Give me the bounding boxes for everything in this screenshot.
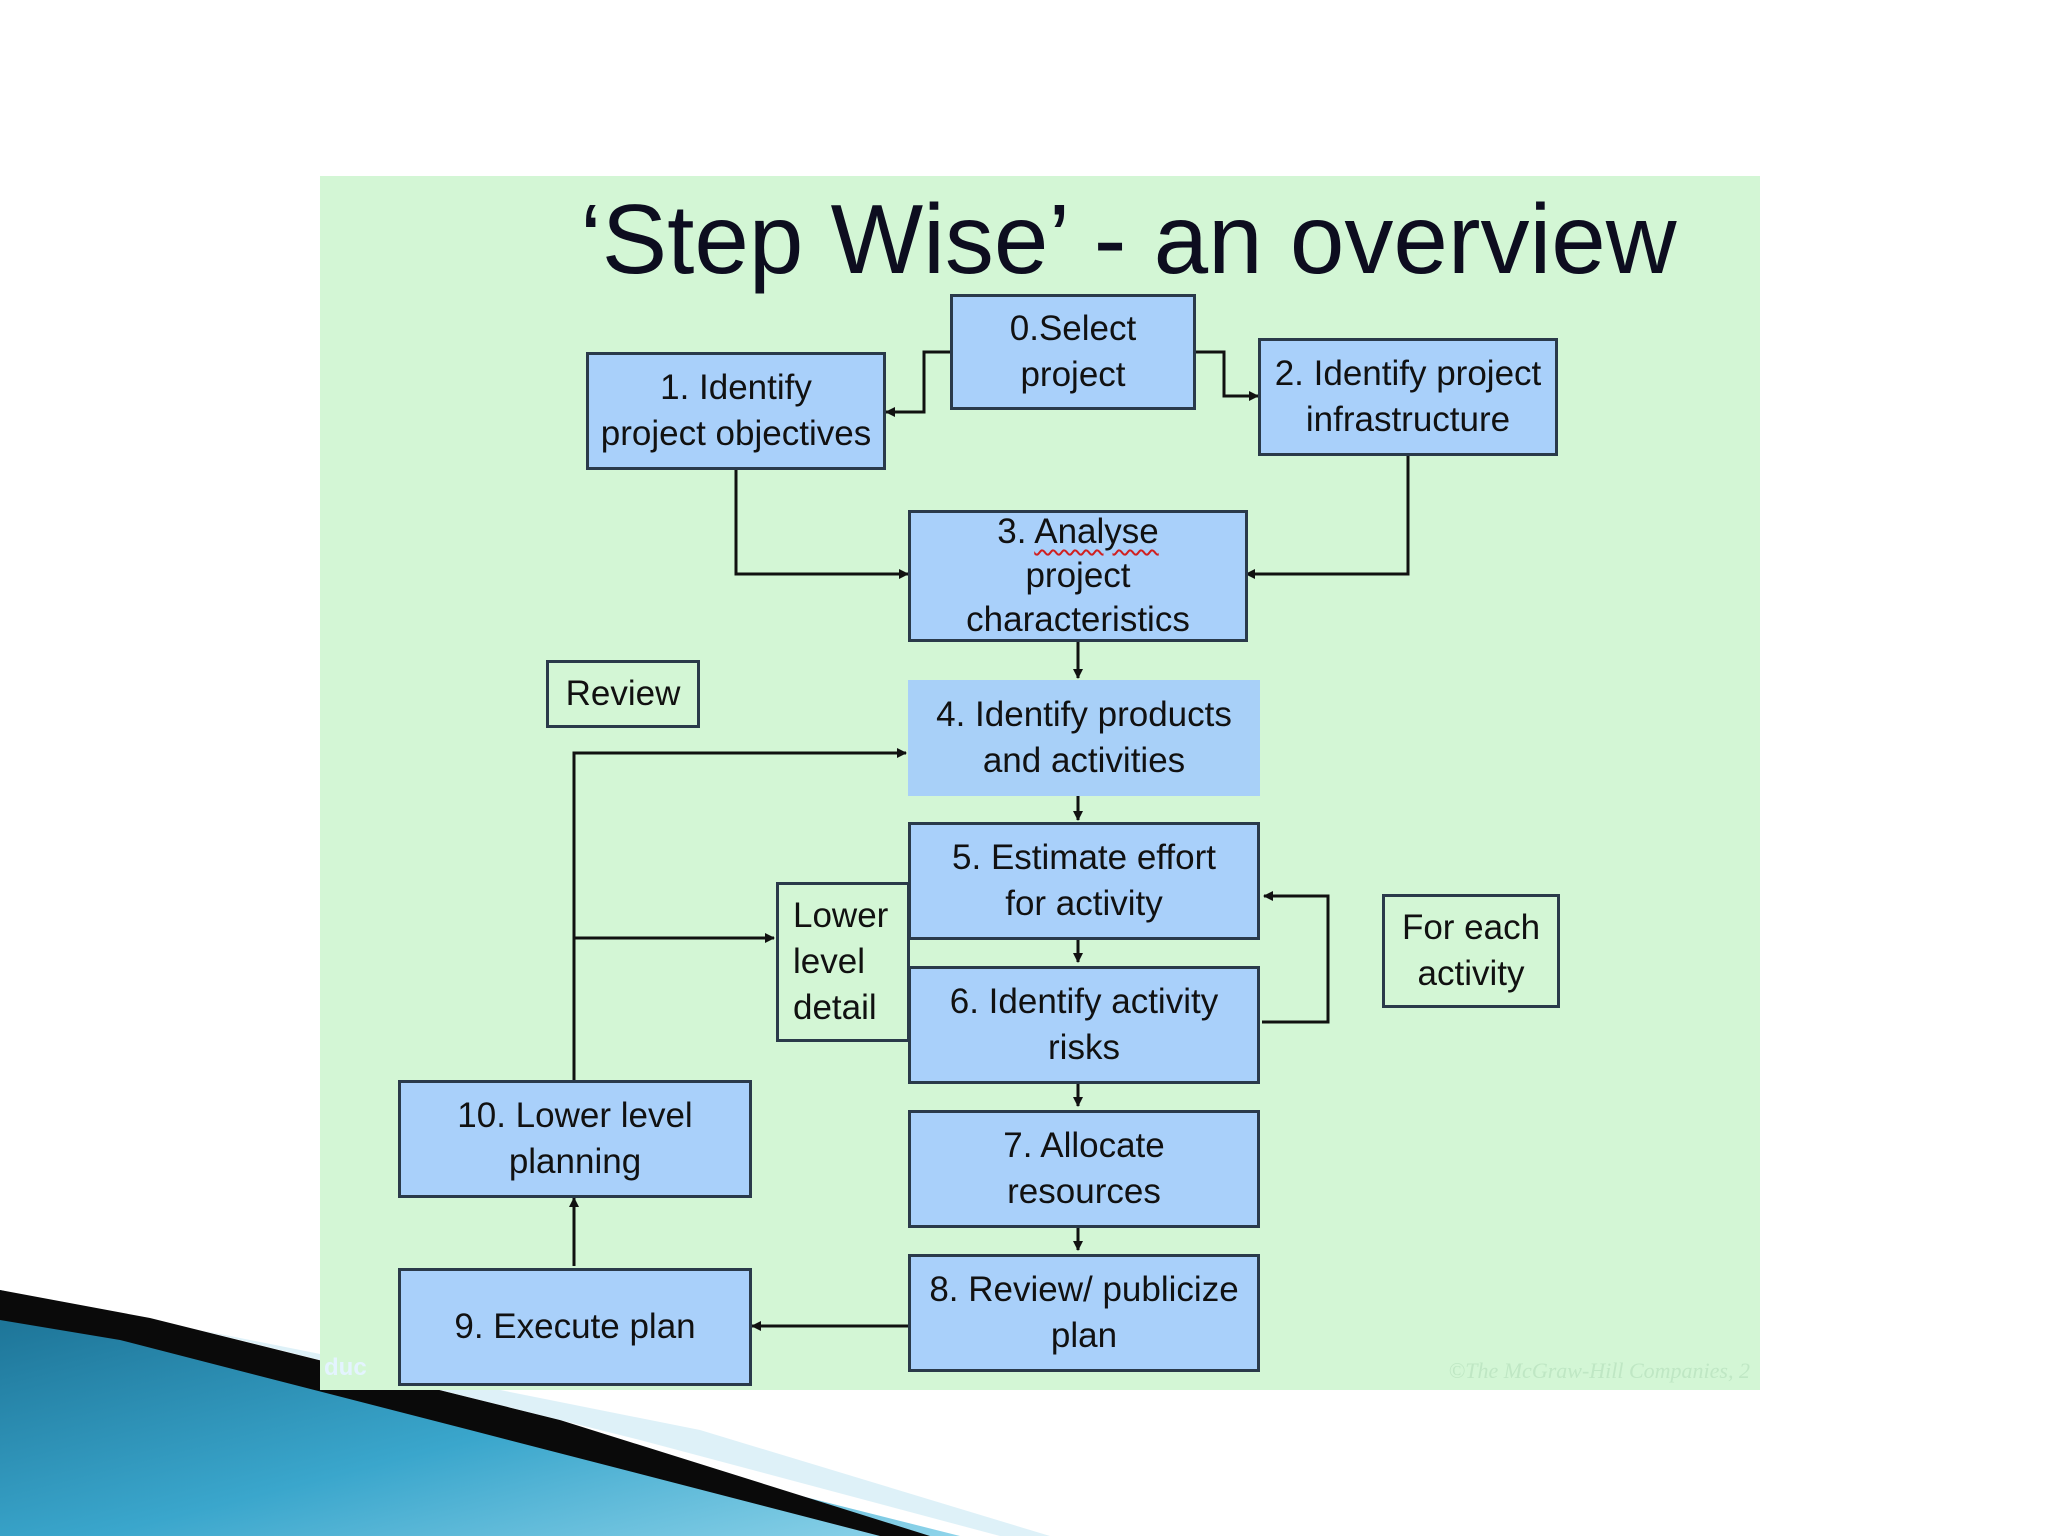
step-7-allocate-resources: 7. Allocate resources <box>908 1110 1260 1228</box>
step-4-identify-products: 4. Identify products and activities <box>908 680 1260 796</box>
step-9-label: 9. Execute plan <box>454 1307 696 1346</box>
for-each-activity-text: For each activity <box>1401 908 1541 993</box>
step-3-label: 3. Analyse project characteristics <box>966 510 1190 642</box>
step-3-rest: project characteristics <box>966 556 1190 639</box>
step-10-label: 10. Lower level planning <box>457 1096 693 1181</box>
step-5-label: 5. Estimate effort for activity <box>952 838 1216 923</box>
step-3-spellcheck-word: Analyse <box>1034 512 1159 551</box>
step-1-identify-objectives: 1. Identify project objectives <box>586 352 886 470</box>
step-10-lower-level-planning: 10. Lower level planning <box>398 1080 752 1198</box>
step-6-label: 6. Identify activity risks <box>949 982 1219 1067</box>
step-0-select-project: 0.Select project <box>950 294 1196 410</box>
diagram-panel: ‘Step Wise’ - an overview <box>320 176 1760 1390</box>
diagram-title: ‘Step Wise’ - an overview <box>580 184 1677 294</box>
arrow-infrastructure-to-analyse <box>1245 454 1410 579</box>
step-8-review-publicize: 8. Review/ publicize plan <box>908 1254 1260 1372</box>
lower-level-detail-text: Lower level detail <box>793 896 889 1027</box>
step-3-analyse-characteristics: 3. Analyse project characteristics <box>908 510 1248 642</box>
arrow-risks-loop-to-estimate <box>1262 891 1330 1024</box>
left-watermark: duc <box>324 1354 367 1381</box>
step-1-label: 1. Identify project objectives <box>600 368 872 453</box>
step-4-label: 4. Identify products and activities <box>936 695 1232 780</box>
arrow-lower-planning-to-products <box>572 748 907 1080</box>
step-9-execute-plan: 9. Execute plan <box>398 1268 752 1386</box>
step-2-label: 2. Identify project infrastructure <box>1274 354 1542 439</box>
review-label-text: Review <box>565 674 681 713</box>
connectors <box>569 350 1410 1331</box>
arrow-select-to-objectives <box>885 350 950 417</box>
for-each-activity-label: For each activity <box>1382 894 1560 1008</box>
copyright-watermark: ©The McGraw-Hill Companies, 2 <box>1448 1358 1750 1383</box>
step-2-identify-infrastructure: 2. Identify project infrastructure <box>1258 338 1558 456</box>
lower-level-detail-label: Lower level detail <box>776 882 910 1042</box>
step-5-estimate-effort: 5. Estimate effort for activity <box>908 822 1260 940</box>
arrow-objectives-to-analyse <box>734 468 909 579</box>
step-0-label: 0.Select project <box>1009 309 1137 394</box>
step-6-identify-risks: 6. Identify activity risks <box>908 966 1260 1084</box>
step-8-label: 8. Review/ publicize plan <box>929 1270 1239 1355</box>
arrow-select-to-infrastructure <box>1194 350 1259 401</box>
review-label: Review <box>546 660 700 728</box>
step-7-label: 7. Allocate resources <box>1003 1126 1165 1211</box>
step-3-prefix: 3. <box>997 512 1035 551</box>
